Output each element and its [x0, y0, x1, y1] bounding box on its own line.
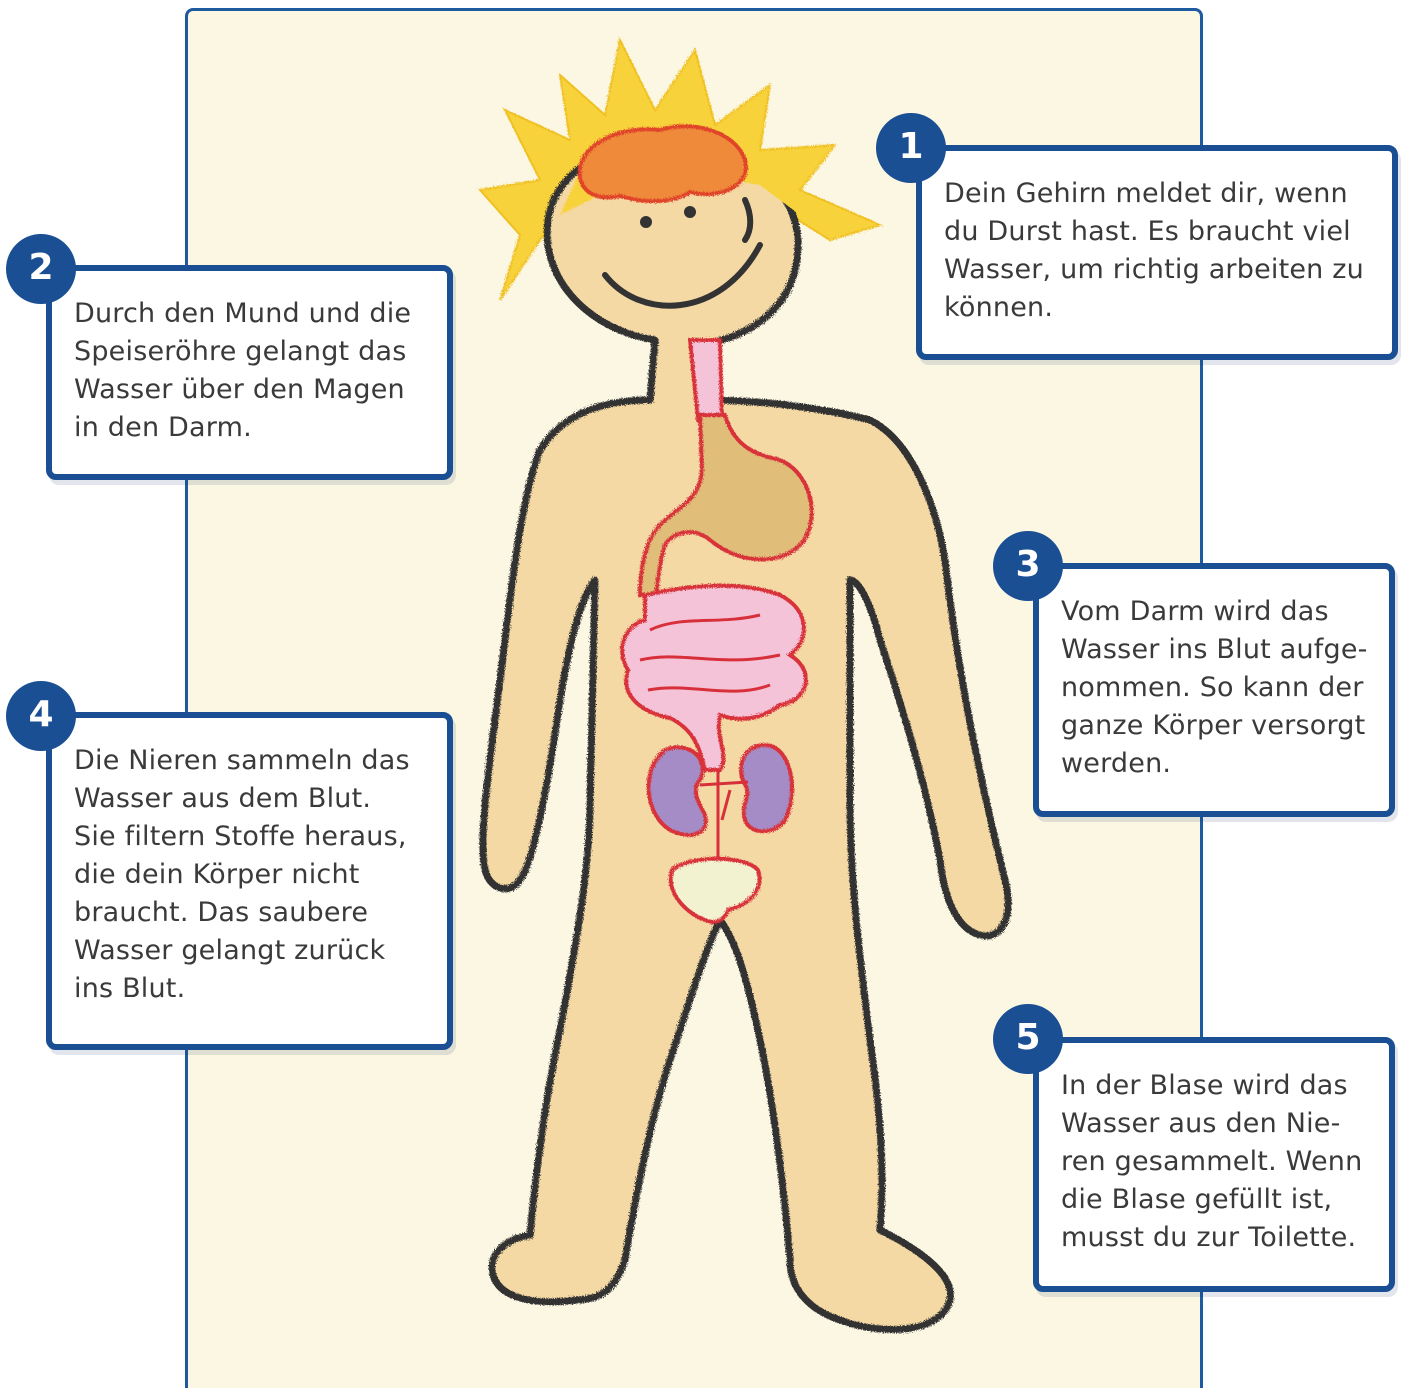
callout-bladder-line-2: Wasser aus den Nie-: [1061, 1105, 1377, 1143]
callout-intestine-line-4: ganze Körper versorgt: [1061, 707, 1377, 745]
callout-brain-line-2: du Durst hast. Es braucht viel: [944, 213, 1380, 251]
callout-brain-number: 1: [876, 113, 946, 183]
callout-brain-line-4: können.: [944, 289, 1380, 327]
callout-mouth-line-3: Wasser über den Magen: [74, 371, 435, 409]
callout-mouth-line-2: Speiseröhre gelangt das: [74, 333, 435, 371]
callout-intestine-line-3: nommen. So kann der: [1061, 669, 1377, 707]
callout-kidneys-line-2: Wasser aus dem Blut.: [74, 780, 435, 818]
kidney-right: [741, 745, 792, 831]
callout-kidneys: Die Nieren sammeln das Wasser aus dem Bl…: [46, 712, 453, 1050]
callout-brain: Dein Gehirn meldet dir, wenn du Durst ha…: [916, 145, 1398, 360]
callout-kidneys-line-7: ins Blut.: [74, 970, 435, 1008]
callout-bladder-line-3: ren gesammelt. Wenn: [1061, 1143, 1377, 1181]
brain: [580, 126, 746, 201]
callout-bladder-line-4: die Blase gefüllt ist,: [1061, 1181, 1377, 1219]
callout-mouth: Durch den Mund und die Speiseröhre gelan…: [46, 265, 453, 480]
callout-mouth-line-1: Durch den Mund und die: [74, 295, 435, 333]
callout-bladder-line-5: musst du zur Toilette.: [1061, 1219, 1377, 1257]
callout-intestine-line-5: werden.: [1061, 745, 1377, 783]
callout-bladder: In der Blase wird das Wasser aus den Nie…: [1033, 1037, 1395, 1292]
callout-brain-line-3: Wasser, um richtig arbeiten zu: [944, 251, 1380, 289]
callout-kidneys-line-4: die dein Körper nicht: [74, 856, 435, 894]
callout-intestine-number: 3: [993, 531, 1063, 601]
callout-brain-line-1: Dein Gehirn meldet dir, wenn: [944, 175, 1380, 213]
callout-kidneys-line-5: braucht. Das saubere: [74, 894, 435, 932]
callout-intestine-line-2: Wasser ins Blut aufge-: [1061, 631, 1377, 669]
callout-mouth-number: 2: [6, 234, 76, 304]
callout-kidneys-number: 4: [6, 681, 76, 751]
callout-bladder-number: 5: [993, 1004, 1063, 1074]
callout-mouth-line-4: in den Darm.: [74, 409, 435, 447]
callout-bladder-line-1: In der Blase wird das: [1061, 1067, 1377, 1105]
callout-intestine-line-1: Vom Darm wird das: [1061, 593, 1377, 631]
esophagus: [690, 340, 722, 420]
callout-intestine: Vom Darm wird das Wasser ins Blut aufge-…: [1033, 563, 1395, 817]
callout-kidneys-line-1: Die Nieren sammeln das: [74, 742, 435, 780]
callout-kidneys-line-3: Sie filtern Stoffe heraus,: [74, 818, 435, 856]
callout-kidneys-line-6: Wasser gelangt zurück: [74, 932, 435, 970]
